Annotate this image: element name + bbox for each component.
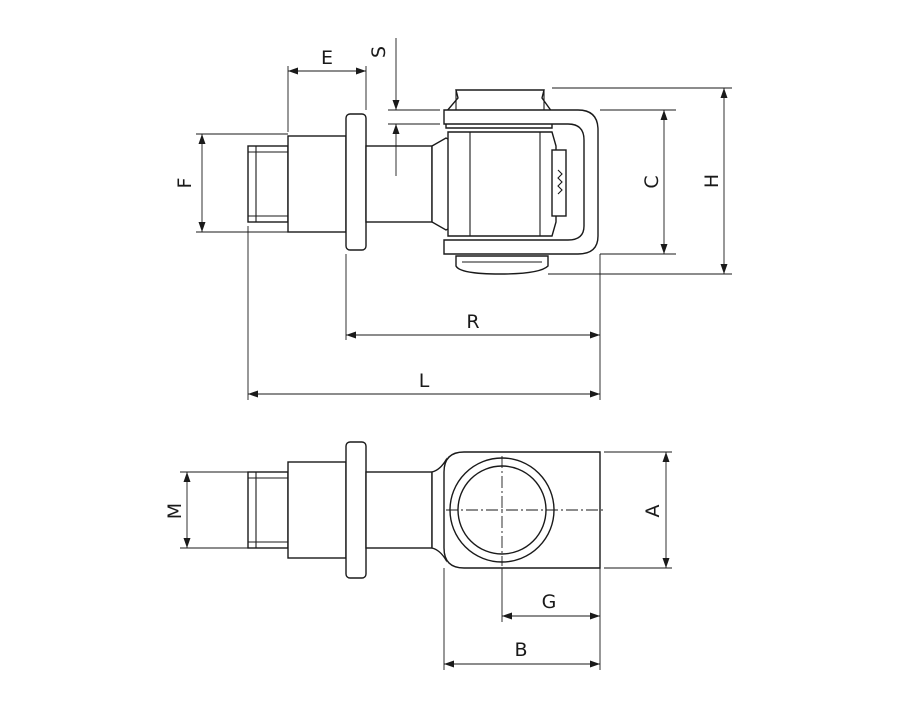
label-a: A [642,505,664,518]
label-r: R [466,311,479,333]
u-bracket [443,109,599,255]
shank-plan [365,471,433,549]
label-g: G [542,591,557,613]
label-f: F [174,178,196,189]
collar [287,135,347,233]
knurled-nut [455,255,549,275]
threaded-end-plan [247,471,289,549]
threaded-end [247,145,289,223]
pin-body [447,131,557,237]
plan-view-hinge [247,441,604,579]
collar-plan [287,461,347,559]
label-e: E [321,47,333,69]
label-m: M [164,503,186,519]
side-view-hinge [247,89,599,275]
label-s: S [368,46,390,58]
label-h: H [701,174,723,188]
label-c: C [641,175,663,188]
flange-washer [345,113,367,251]
spring-clip [551,149,567,217]
flange-plan [345,441,367,579]
top-dimension-lines [198,38,728,398]
label-b: B [514,639,527,661]
bottom-dimension-lines [183,452,670,668]
label-l: L [419,370,430,392]
shank [365,145,433,223]
